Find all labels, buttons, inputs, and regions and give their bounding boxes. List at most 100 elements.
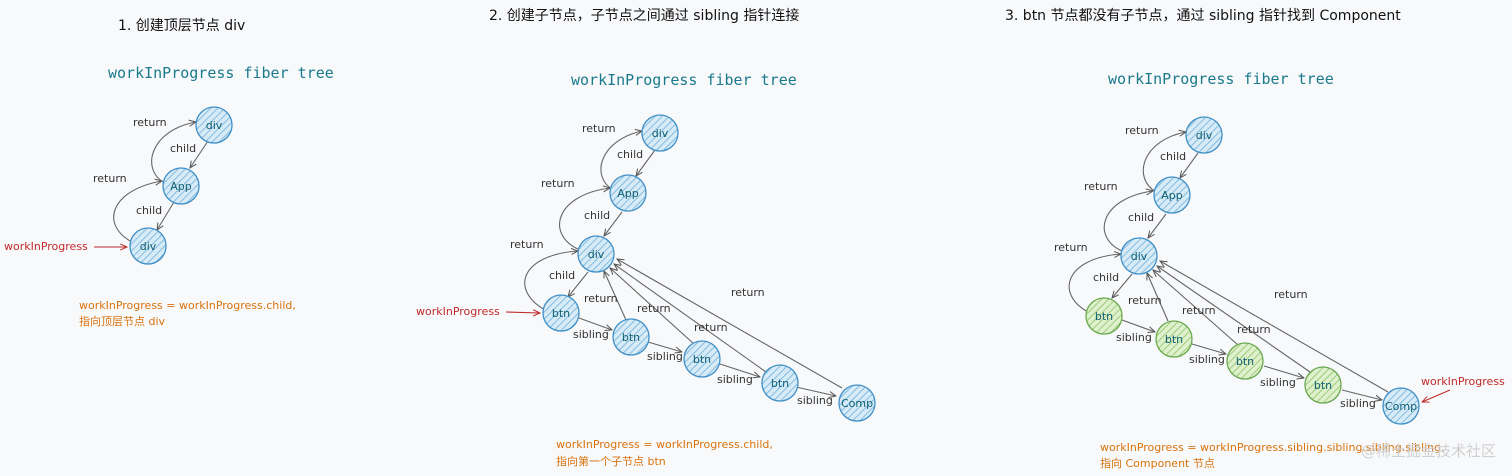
edge-return [1142,132,1186,193]
edge-label: return [1182,304,1216,317]
panel-3-tree-title: workInProgress fiber tree [1108,70,1334,88]
panel-1-tree-title: workInProgress fiber tree [108,64,334,82]
panel-1-title: 1. 创建顶层节点 div [118,18,245,34]
node-label: div [588,248,605,261]
edge-label: child [1093,271,1119,284]
edge-child [568,271,589,297]
work-in-progress-pointer: workInProgress [1421,375,1505,388]
edge-label: return [541,177,575,190]
edge-return [1157,266,1311,373]
edge-label: child [549,269,575,282]
edge-label: return [584,292,618,305]
fiber-node: Comp [1382,387,1420,425]
edge-label: child [1160,150,1186,163]
pointer-arrow [1422,389,1451,402]
panel-2: 2. 创建子节点，子节点之间通过 sibling 指针连接 workInProg… [416,7,876,468]
edge-label: child [617,148,643,161]
edge-return [559,188,610,251]
node-label: btn [1314,379,1332,392]
edge-child [1180,152,1199,178]
node-label: div [1131,250,1148,263]
node-label: btn [622,331,640,344]
fiber-node-completed: btn [1155,320,1193,358]
fiber-node-completed: btn [1085,297,1123,335]
fiber-node: div [1120,237,1158,275]
fiber-node: Comp [838,384,876,422]
edge-return [113,181,162,243]
edge-label: return [582,122,616,135]
edge-return [524,251,578,311]
edge-label: return [1274,288,1308,301]
panel-1: 1. 创建顶层节点 div workInProgress fiber tree … [4,18,334,328]
edge-label: return [93,172,127,185]
edge-label: child [1128,211,1154,224]
edge-child [636,149,656,176]
fiber-node: App [1153,176,1191,214]
node-label: div [206,119,223,132]
edge-return [1068,254,1121,313]
watermark: @稀土掘金技术社区 [1361,442,1496,460]
fiber-node: btn [542,294,580,332]
panel-2-edges [524,131,843,396]
edge-label: sibling [797,394,833,407]
edge-label: sibling [1260,376,1296,389]
fiber-node: btn [683,340,721,378]
panel-2-tree-title: workInProgress fiber tree [571,71,797,89]
panel-2-title: 2. 创建子节点，子节点之间通过 sibling 指针连接 [489,7,799,24]
panel-1-note-line-1: workInProgress = workInProgress.child, [79,299,296,312]
edge-child [604,211,623,236]
node-label: btn [1236,355,1254,368]
edge-return [1103,191,1153,253]
edge-return [604,271,627,321]
fiber-node-completed: btn [1226,342,1264,380]
fiber-node: App [609,174,647,212]
fiber-node-completed: btn [1304,366,1342,404]
edge-child [1112,273,1133,298]
panel-3-edges [1068,132,1389,400]
node-label: btn [771,377,789,390]
node-label: btn [552,307,570,320]
panel-3: 3. btn 节点都没有子节点，通过 sibling 指针找到 Componen… [1005,8,1505,470]
edge-label: return [1054,241,1088,254]
edge-sibling [578,317,612,330]
edge-label: child [136,204,162,217]
panel-3-note-line-1: workInProgress = workInProgress.sibling.… [1100,441,1445,454]
edge-child [157,201,175,230]
fiber-node: App [162,167,200,205]
node-label: div [140,240,157,253]
edge-label: return [694,321,728,334]
fiber-node: div [195,106,233,144]
node-label: btn [693,353,711,366]
edge-label: sibling [1189,353,1225,366]
node-label: Comp [1385,400,1417,413]
edge-return [617,259,843,389]
fiber-node: div [641,114,679,152]
edge-sibling [1263,365,1304,378]
edge-return [151,122,196,184]
edge-label: return [731,286,765,299]
edge-return [614,264,767,373]
edge-sibling [719,363,760,377]
panel-2-note-line-1: workInProgress = workInProgress.child, [556,438,773,451]
edge-return [1160,261,1389,393]
edge-label: return [1084,180,1118,193]
node-label: div [652,127,669,140]
edge-label: return [510,238,544,251]
node-label: btn [1095,310,1113,323]
edge-return [610,268,695,345]
node-label: App [170,180,192,193]
panel-1-edges [113,122,209,243]
fiber-node: div [1185,116,1223,154]
edge-label: sibling [1116,331,1152,344]
panel-3-title: 3. btn 节点都没有子节点，通过 sibling 指针找到 Componen… [1005,8,1401,24]
edge-return [1147,273,1169,322]
fiber-node: div [577,235,615,273]
pointer-arrow [505,312,540,313]
work-in-progress-pointer: workInProgress [4,240,88,253]
edge-sibling [1121,319,1155,332]
edge-sibling [1191,343,1226,354]
edge-sibling [795,386,836,396]
edge-return [600,131,642,191]
node-label: btn [1165,333,1183,346]
